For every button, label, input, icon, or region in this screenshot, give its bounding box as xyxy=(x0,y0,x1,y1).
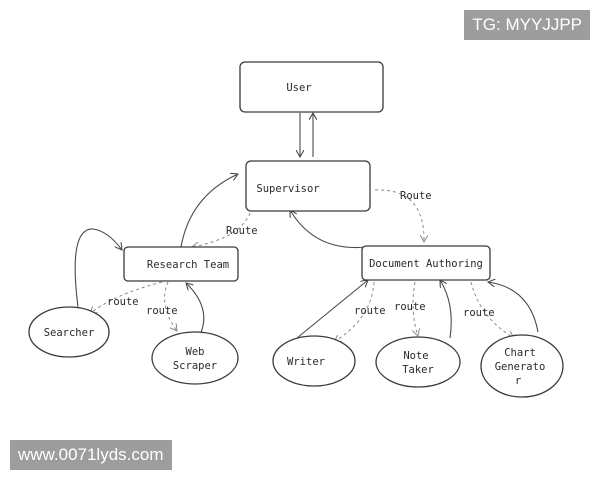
label-research-to-web-scraper: route xyxy=(146,305,178,317)
node-note-taker-label-line2: Taker xyxy=(402,364,434,376)
edge-writer-to-document xyxy=(296,280,368,339)
edge-searcher-to-research xyxy=(74,228,122,308)
watermark-bottom-left: www.0071lyds.com xyxy=(10,440,172,470)
watermark-top-right: TG: MYYJJPP xyxy=(464,10,590,40)
node-web-scraper-label-line1: Web xyxy=(186,346,205,358)
edge-document-to-writer xyxy=(334,281,375,342)
label-supervisor-to-research: Route xyxy=(226,225,258,237)
node-web-scraper-label-line2: Scraper xyxy=(173,360,217,372)
node-document-authoring: Document Authoring xyxy=(361,245,491,281)
label-document-to-chart-generator: route xyxy=(463,307,495,319)
edge-research-to-searcher xyxy=(90,281,163,314)
node-user: User xyxy=(239,61,384,113)
node-searcher-label: Searcher xyxy=(44,327,95,339)
node-chart-generator-label-line2: Generato xyxy=(495,361,546,373)
node-document-authoring-label: Document Authoring xyxy=(369,258,483,270)
edge-document-to-chart-generator xyxy=(470,281,514,338)
edge-note-taker-to-document xyxy=(440,280,452,339)
node-research-team-label: Research Team xyxy=(147,259,229,271)
node-user-label: User xyxy=(286,82,311,94)
edges xyxy=(74,113,539,342)
node-writer: Writer xyxy=(272,335,356,387)
label-research-to-searcher: route xyxy=(107,296,139,308)
edge-web-scraper-to-research xyxy=(186,283,205,336)
edge-document-to-supervisor xyxy=(290,210,367,249)
edge-document-to-note-taker xyxy=(413,281,418,336)
node-research-team: Research Team xyxy=(123,246,239,282)
edge-labels: Route Route route route route route rout… xyxy=(107,190,495,319)
label-document-to-note-taker: route xyxy=(394,301,426,313)
node-supervisor: Supervisor xyxy=(245,160,371,212)
node-note-taker: Note Taker xyxy=(375,336,461,388)
node-chart-generator: Chart Generato r xyxy=(480,334,564,398)
node-chart-generator-label-line1: Chart xyxy=(504,347,536,359)
node-searcher: Searcher xyxy=(28,306,110,358)
node-web-scraper: Web Scraper xyxy=(151,331,239,385)
edge-research-to-supervisor xyxy=(180,174,238,248)
node-supervisor-label: Supervisor xyxy=(256,183,319,195)
node-writer-label: Writer xyxy=(287,356,325,368)
label-supervisor-to-document: Route xyxy=(400,190,432,202)
node-note-taker-label-line1: Note xyxy=(403,350,428,362)
edge-research-to-web-scraper xyxy=(164,281,177,331)
node-chart-generator-label-line3: r xyxy=(515,375,521,387)
label-document-to-writer: route xyxy=(354,305,386,317)
edge-chart-generator-to-document xyxy=(488,282,539,333)
edge-supervisor-to-research xyxy=(192,212,251,247)
edge-supervisor-to-document xyxy=(374,189,424,242)
